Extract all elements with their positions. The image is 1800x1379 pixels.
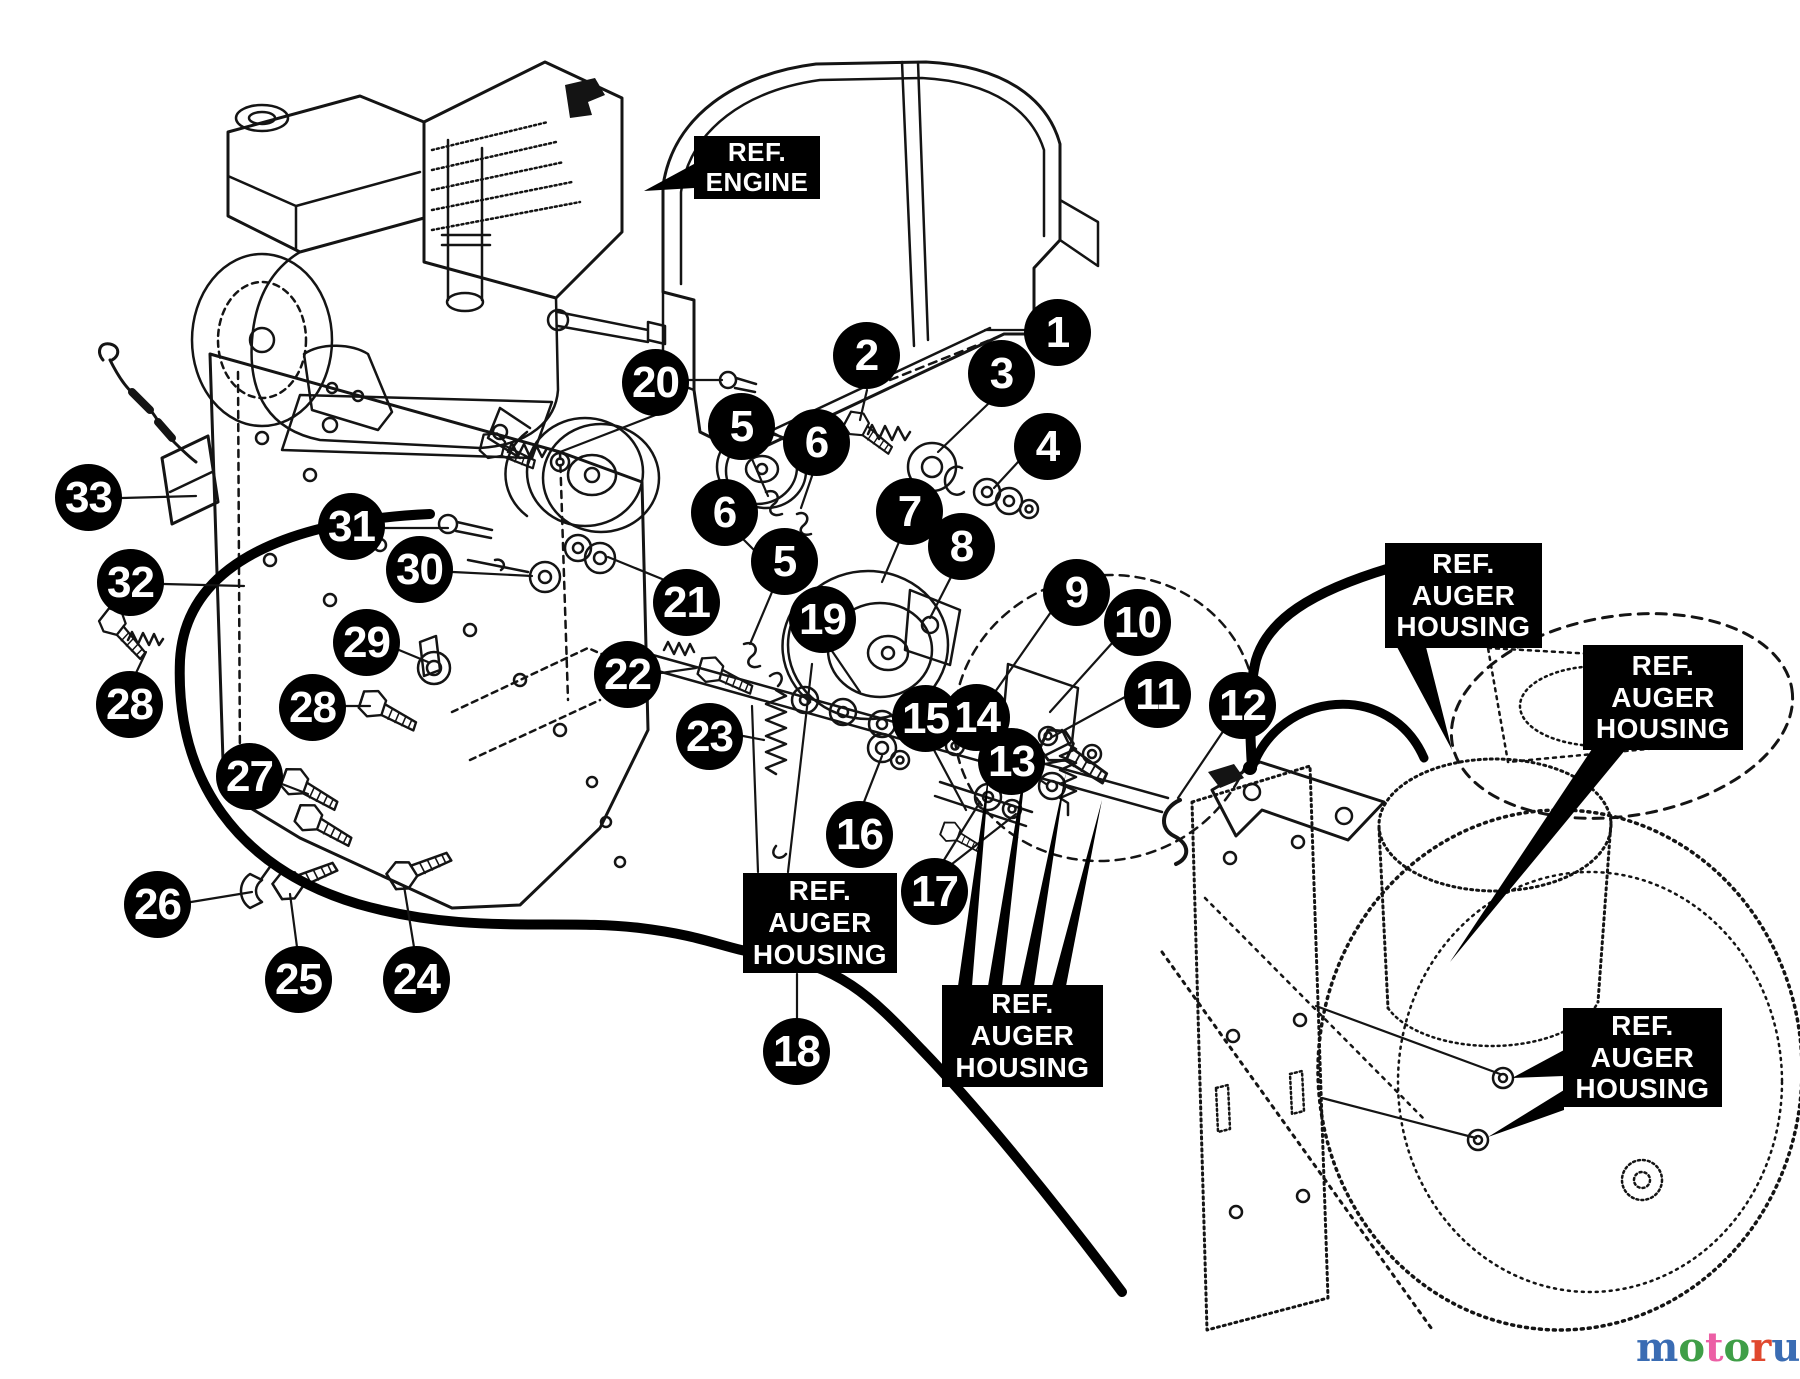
ref-label-line: AUGER [1411, 579, 1516, 611]
watermark-letter: m [1636, 1324, 1679, 1371]
part-callout-12: 12 [1209, 672, 1276, 739]
watermark-letter: o [1678, 1324, 1706, 1371]
part-callout-26: 26 [124, 871, 191, 938]
part-callout-29: 29 [333, 609, 400, 676]
part-callout-19: 19 [789, 586, 856, 653]
watermark-letter: u [1771, 1324, 1800, 1371]
ref-label-line: HOUSING [1575, 1073, 1710, 1105]
ref-label-line: ENGINE [705, 166, 809, 197]
watermark-letter: r [1750, 1324, 1772, 1371]
part-callout-20: 20 [622, 349, 689, 416]
part-callout-25: 25 [265, 946, 332, 1013]
part-callout-18: 18 [763, 1018, 830, 1085]
watermark-motoruf-logo: motoruf.de [1636, 1328, 1800, 1374]
part-callout-21: 21 [653, 569, 720, 636]
part-callout-17: 17 [901, 858, 968, 925]
part-callout-16: 16 [826, 801, 893, 868]
part-callout-6: 6 [783, 409, 850, 476]
part-callout-30: 30 [386, 536, 453, 603]
part-callout-10: 10 [1104, 589, 1171, 656]
part-callout-2: 2 [833, 322, 900, 389]
ref-label-line: HOUSING [752, 938, 888, 970]
auger-housing-art [1160, 612, 1800, 1334]
ref-label-line: REF. [1432, 547, 1495, 579]
frame-plate-art [208, 344, 650, 910]
watermark-letter: o [1723, 1324, 1751, 1371]
part-callout-23: 23 [676, 703, 743, 770]
part-callout-28: 28 [96, 671, 163, 738]
ref-label-line: REF. [788, 875, 852, 907]
ref-label-line: REF. [1611, 1009, 1674, 1041]
part-callout-31: 31 [318, 493, 385, 560]
part-callout-33: 33 [55, 464, 122, 531]
part-callout-22: 22 [594, 641, 661, 708]
part-callout-28: 28 [279, 674, 346, 741]
ref-label-line: AUGER [970, 1020, 1075, 1052]
part-callout-5: 5 [708, 393, 775, 460]
ref-label-line: AUGER [1611, 681, 1715, 713]
ref-engine-label: REF.ENGINE [694, 136, 820, 199]
part-callout-11: 11 [1124, 661, 1191, 728]
ref-label-line: REF. [1631, 649, 1695, 681]
label-pointers [644, 164, 1626, 1137]
leader-lines [120, 328, 1502, 1140]
part-callout-27: 27 [216, 743, 283, 810]
ref-label-line: HOUSING [955, 1051, 1090, 1083]
part-callout-4: 4 [1014, 413, 1081, 480]
part-callout-9: 9 [1043, 559, 1110, 626]
part-callout-6: 6 [691, 479, 758, 546]
ref-label-line: AUGER [768, 907, 872, 939]
part-callout-8: 8 [928, 513, 995, 580]
ref-label-line: REF. [991, 988, 1054, 1020]
part-callout-24: 24 [383, 946, 450, 1013]
part-callout-1: 1 [1024, 299, 1091, 366]
ref-label-line: AUGER [1590, 1041, 1695, 1073]
part-callout-3: 3 [968, 340, 1035, 407]
ref-label-line: REF. [727, 137, 787, 168]
ref-label-line: HOUSING [1396, 611, 1531, 643]
watermark-letter: t [1705, 1324, 1724, 1371]
ref-label-line: HOUSING [1595, 713, 1731, 745]
part-callout-32: 32 [97, 549, 164, 616]
part-callout-5: 5 [751, 528, 818, 595]
part-callout-15: 15 [892, 685, 959, 752]
